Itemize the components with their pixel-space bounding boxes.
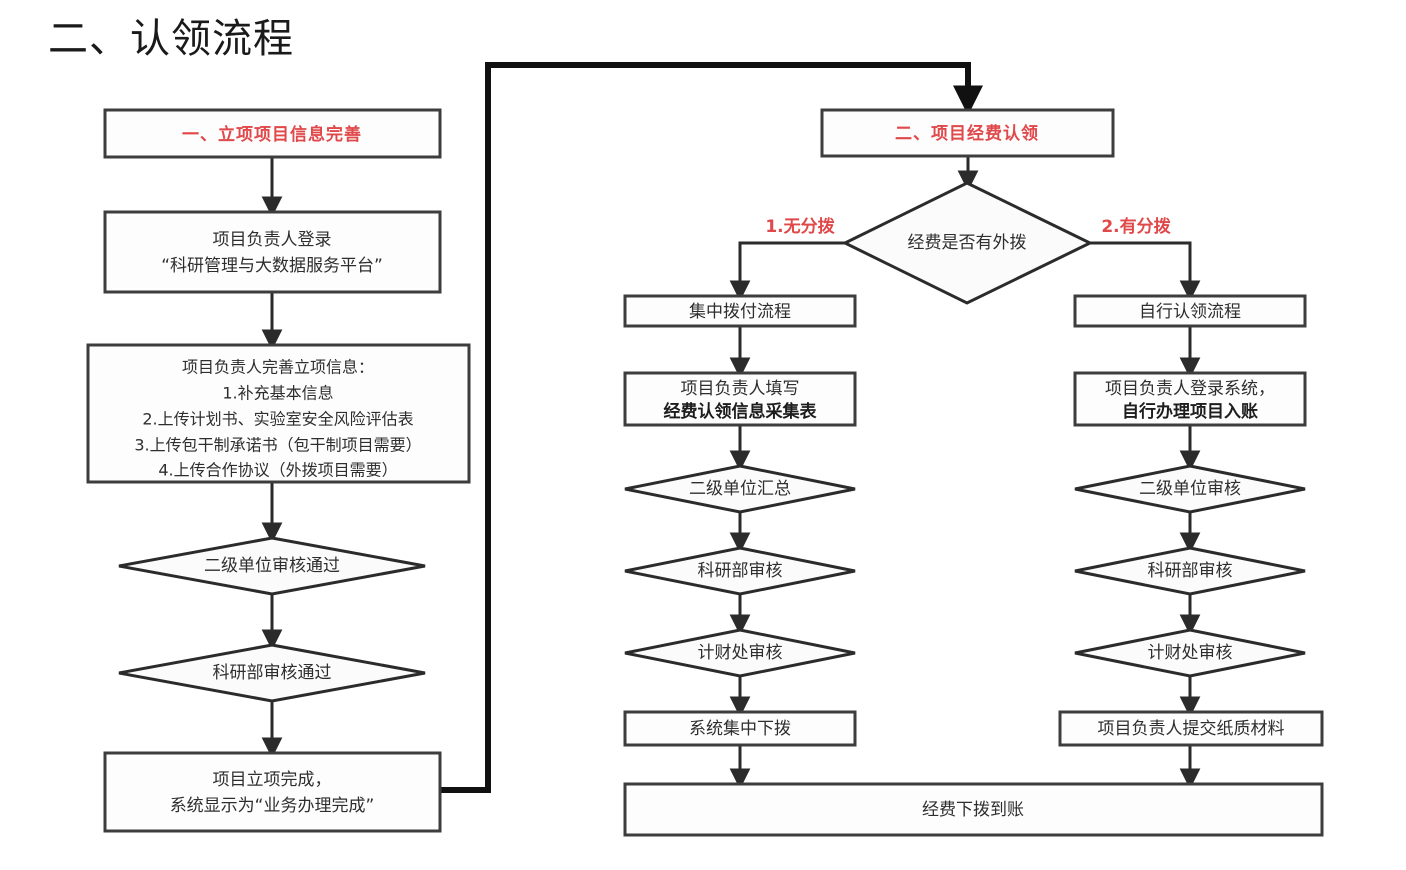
node-right-submit-paper[interactable]: 项目负责人提交纸质材料: [1058, 710, 1324, 747]
node-mid-unit-summary[interactable]: 二级单位汇总: [624, 464, 856, 514]
connector-left-to-right-header: [440, 62, 983, 793]
node-right-unit-review-label: 二级单位审核: [1139, 479, 1241, 499]
node-right-login-system-line-1: 自行办理项目入账: [1122, 401, 1258, 422]
node-mid-system-allocate-label: 系统集中下拨: [689, 719, 791, 739]
node-left-header-label: 一、立项项目信息完善: [182, 124, 362, 145]
right-column-group: 自行认领流程 项目负责人登录系统， 自行办理项目入账 二级单位审核 科研部审核 …: [1058, 294, 1324, 747]
node-left-login-line-0: 项目负责人登录: [213, 230, 332, 250]
connector-branch-right: [1090, 241, 1201, 302]
connector-branch-left: [729, 241, 845, 302]
node-mid-system-allocate[interactable]: 系统集中下拨: [623, 710, 857, 747]
node-right-header-label: 二、项目经费认领: [895, 123, 1039, 144]
node-left-dept-review[interactable]: 科研部审核通过: [118, 643, 426, 703]
node-left-complete-info[interactable]: 项目负责人完善立项信息： 1.补充基本信息 2.上传计划书、实验室安全风险评估表…: [86, 343, 471, 484]
node-left-login-line-1: “科研管理与大数据服务平台”: [161, 256, 383, 276]
node-right-unit-review[interactable]: 二级单位审核: [1074, 464, 1306, 514]
node-left-done[interactable]: 项目立项完成， 系统显示为“业务办理完成”: [103, 751, 442, 833]
node-left-complete-info-line-1: 1.补充基本信息: [222, 384, 333, 403]
node-left-done-line-0: 项目立项完成，: [213, 770, 332, 790]
node-mid-central-flow-label: 集中拨付流程: [689, 302, 791, 322]
middle-column-group: 集中拨付流程 项目负责人填写 经费认领信息采集表 二级单位汇总 科研部审核 计财…: [623, 294, 857, 747]
node-right-finance-review[interactable]: 计财处审核: [1074, 628, 1306, 678]
node-left-unit-review[interactable]: 二级单位审核通过: [118, 536, 426, 596]
node-right-finance-review-label: 计财处审核: [1148, 643, 1233, 663]
node-right-self-claim-flow-label: 自行认领流程: [1139, 302, 1241, 322]
page-title: 二、认领流程: [48, 16, 294, 62]
node-right-login-system[interactable]: 项目负责人登录系统， 自行办理项目入账: [1073, 371, 1307, 427]
right-section-group: 二、项目经费认领 经费是否有外拨 1.无分拨 2.有分拨: [765, 108, 1172, 305]
node-left-dept-review-label: 科研部审核通过: [213, 663, 332, 683]
node-right-self-claim-flow[interactable]: 自行认领流程: [1073, 294, 1307, 328]
node-left-complete-info-line-4: 4.上传合作协议（外拨项目需要）: [158, 461, 397, 480]
node-left-complete-info-line-0: 项目负责人完善立项信息：: [182, 358, 374, 377]
left-column-group: 一、立项项目信息完善 项目负责人登录 “科研管理与大数据服务平台” 项目负责人完…: [86, 108, 471, 833]
node-mid-central-flow[interactable]: 集中拨付流程: [623, 294, 857, 328]
node-left-done-line-1: 系统显示为“业务办理完成”: [170, 796, 375, 816]
connectors: [261, 62, 1201, 793]
node-mid-unit-summary-label: 二级单位汇总: [689, 479, 791, 499]
node-right-submit-paper-label: 项目负责人提交纸质材料: [1098, 719, 1285, 739]
node-mid-fill-form-line-0: 项目负责人填写: [681, 379, 800, 399]
node-funds-outbound-label: 经费是否有外拨: [908, 233, 1027, 253]
node-left-login[interactable]: 项目负责人登录 “科研管理与大数据服务平台”: [103, 210, 442, 294]
node-left-complete-info-line-2: 2.上传计划书、实验室安全风险评估表: [142, 410, 413, 429]
node-left-complete-info-line-3: 3.上传包干制承诺书（包干制项目需要）: [134, 436, 421, 455]
node-left-header[interactable]: 一、立项项目信息完善: [103, 108, 442, 159]
node-funds-arrived-label: 经费下拨到账: [922, 800, 1024, 820]
branch-label-right: 2.有分拨: [1101, 216, 1171, 237]
node-mid-dept-review[interactable]: 科研部审核: [624, 546, 856, 596]
node-mid-dept-review-label: 科研部审核: [698, 561, 783, 581]
node-funds-arrived[interactable]: 经费下拨到账: [623, 782, 1324, 837]
node-mid-fill-form-line-1: 经费认领信息采集表: [664, 401, 818, 422]
node-mid-fill-form[interactable]: 项目负责人填写 经费认领信息采集表: [623, 371, 857, 427]
branch-label-left: 1.无分拨: [765, 216, 835, 237]
node-mid-finance-review-label: 计财处审核: [698, 643, 783, 663]
node-left-unit-review-label: 二级单位审核通过: [204, 556, 340, 576]
node-mid-finance-review[interactable]: 计财处审核: [624, 628, 856, 678]
node-funds-outbound-decision[interactable]: 经费是否有外拨: [841, 181, 1094, 305]
node-right-header[interactable]: 二、项目经费认领: [820, 108, 1115, 158]
node-right-login-system-line-0: 项目负责人登录系统，: [1105, 379, 1275, 399]
node-right-dept-review-label: 科研部审核: [1148, 561, 1233, 581]
node-right-dept-review[interactable]: 科研部审核: [1074, 546, 1306, 596]
